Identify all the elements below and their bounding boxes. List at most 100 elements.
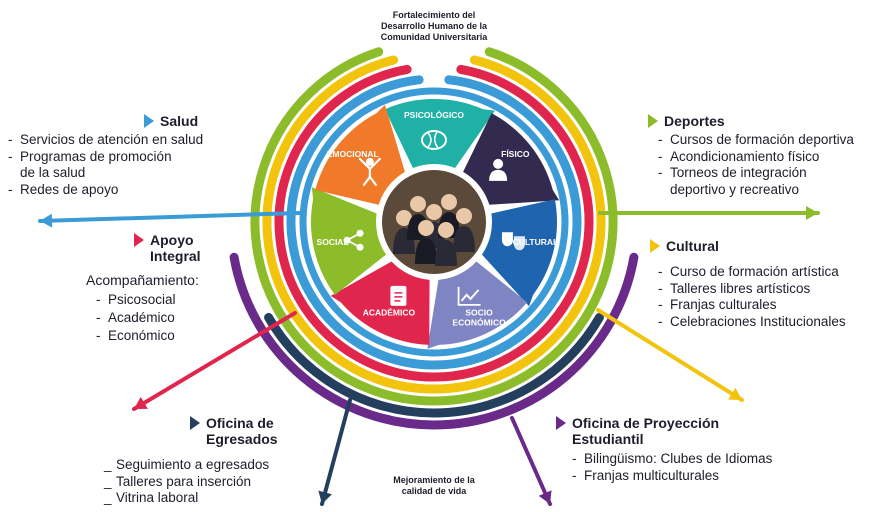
ring-arc-1	[229, 252, 639, 430]
apoyo-marker-icon	[134, 233, 144, 247]
cultural-marker-icon	[650, 239, 660, 253]
deportes-title: Deportes	[664, 113, 725, 129]
person-head	[441, 194, 457, 210]
ring-arc-4	[262, 55, 606, 394]
list-item-text: Franjas culturales	[670, 297, 777, 312]
ring-arc-3	[250, 47, 618, 406]
person-head	[410, 196, 426, 212]
list-item: _Vitrina laboral	[104, 490, 324, 507]
bullet-dash: -	[658, 264, 663, 279]
bullet-dash: _	[104, 473, 112, 489]
bottom-label: Mejoramiento de la calidad de vida	[393, 475, 475, 496]
segment-label: SOCIAL	[317, 237, 349, 247]
list-item-text: Servicios de atención en salud	[20, 132, 204, 147]
list-item-text: Académico	[108, 310, 175, 325]
happy-figure-icon	[358, 157, 381, 186]
apoyo-connector	[132, 311, 297, 411]
segment-label-line: SOCIAL	[317, 237, 349, 247]
apoyo-list: -Psicosocial-Académico-Económico	[96, 291, 246, 345]
segment-académico	[330, 261, 430, 345]
proyeccion-list: -Bilingüismo: Clubes de Idiomas-Franjas …	[572, 451, 846, 484]
cultural-connector	[596, 308, 744, 402]
list-item: -Celebraciones Institucionales	[658, 314, 878, 331]
list-item-text: Psicosocial	[108, 292, 176, 307]
deportes-connector-arrowhead	[806, 206, 818, 220]
bullet-dash: -	[658, 297, 663, 312]
segment-psicológico	[384, 98, 496, 168]
egresados-marker-icon	[190, 416, 200, 430]
ring-arc-2	[264, 313, 604, 418]
bullet-dash: -	[572, 451, 577, 466]
list-item-text: Acondicionamiento físico	[670, 148, 820, 164]
list-item-text: Talleres libres artísticos	[670, 280, 811, 296]
person-icon	[489, 158, 508, 181]
segment-label: EMOCIONAL	[327, 149, 379, 159]
deportes-block: Deportes -Cursos de formación deportiva-…	[648, 113, 878, 198]
list-item: -Académico	[96, 309, 246, 327]
list-item-text: Redes de apoyo	[20, 181, 119, 197]
segment-cultural	[481, 199, 557, 307]
top-label: Fortalecimiento del Desarrollo Humano de…	[380, 10, 488, 42]
segment-label-line: ACADÉMICO	[363, 308, 416, 318]
connector-lines	[38, 206, 820, 506]
egresados-connector-arrowhead	[318, 490, 332, 504]
growth-chart-icon	[457, 286, 481, 306]
salud-block: Salud - Servicios de atención en salud -Pr…	[8, 113, 238, 198]
list-item: -Franjas culturales	[658, 297, 878, 314]
segment-emocional	[315, 104, 405, 205]
list-item-text: Torneos de integración deportivo y recre…	[670, 165, 807, 197]
list-item: _ Seguimiento a egresados	[104, 457, 324, 474]
bullet-dash: -	[96, 328, 101, 343]
segment-label-line: FÍSICO	[501, 149, 530, 159]
apoyo-integral-block: Apoyo Integral Acompañamiento: -Psicosoc…	[86, 232, 246, 345]
list-item: -Económico	[96, 327, 246, 345]
cultural-block: Cultural -Curso de formación artística-T…	[650, 238, 878, 330]
list-item: -Acondicionamiento físico	[658, 149, 878, 166]
bullet-dash: -	[96, 310, 101, 325]
bullet-dash: _	[104, 490, 112, 505]
list-item: -Programas de promoción de la salud	[8, 149, 238, 182]
share-icon	[343, 229, 364, 251]
bullet-dash: -	[658, 313, 663, 329]
outer-rings	[229, 47, 639, 430]
egresados-connector	[320, 398, 352, 506]
segment-label-line: SOCIO	[465, 308, 493, 318]
segment-label: CULTURAL	[513, 237, 559, 247]
person-head	[418, 220, 434, 236]
proyeccion-block: Oficina de Proyección Estudiantil -Bilin…	[556, 415, 846, 484]
apoyo-connector-arrowhead	[134, 396, 148, 409]
cultural-connector-arrowhead	[728, 387, 742, 400]
list-item-text: Programas de promoción de la salud	[20, 148, 172, 181]
proyeccion-connector	[510, 416, 552, 506]
bullet-dash: -	[572, 467, 577, 483]
salud-title: Salud	[160, 113, 199, 129]
segment-físico	[463, 113, 560, 205]
list-item: -Redes de apoyo	[8, 182, 238, 199]
bullet-dash: _	[104, 457, 112, 472]
book-icon	[390, 285, 407, 306]
ring-arc-6	[286, 75, 582, 370]
salud-list: - Servicios de atención en salud -Programa…	[8, 132, 238, 198]
proyeccion-marker-icon	[556, 416, 566, 430]
list-item-text: Seguimiento a egresados	[116, 457, 270, 472]
list-item-text: Bilingüismo: Clubes de Idiomas	[584, 451, 773, 466]
egresados-list: _ Seguimiento a egresados _Talleres para i…	[104, 457, 324, 507]
deportes-list: -Cursos de formación deportiva-Acondicio…	[658, 132, 878, 198]
bullet-dash: -	[8, 181, 13, 197]
egresados-title: Oficina de Egresados	[206, 415, 278, 447]
brain-icon	[421, 130, 447, 150]
segment-label: FÍSICO	[501, 149, 530, 159]
bullet-dash: -	[96, 292, 101, 307]
person-head	[426, 204, 442, 220]
salud-connector	[38, 211, 302, 223]
salud-connector-arrowhead	[40, 213, 53, 228]
list-item: _Talleres para inserción	[104, 474, 324, 491]
list-item-text: Económico	[108, 328, 175, 343]
bullet-dash: -	[658, 148, 663, 164]
person-head	[456, 208, 472, 224]
bullet-dash: -	[658, 280, 663, 296]
list-item: -Torneos de integración deportivo y recr…	[658, 165, 878, 198]
